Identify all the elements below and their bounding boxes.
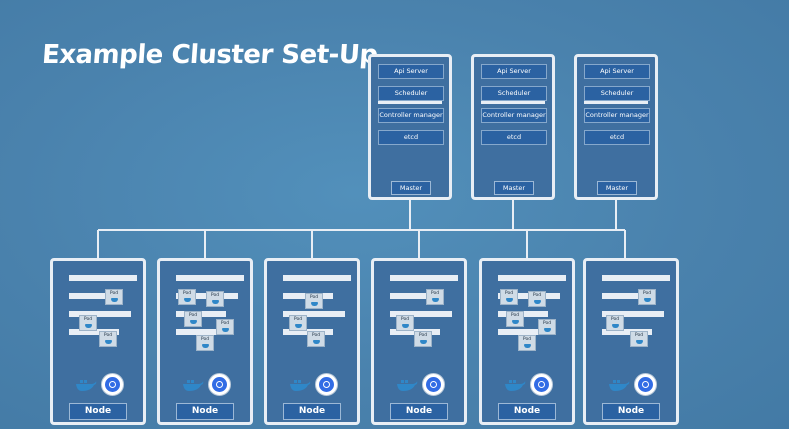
node-label: Node (69, 403, 127, 420)
pod-icon: Pod (178, 289, 196, 305)
master-component-etcd: etcd (378, 130, 444, 145)
pod-icon: Pod (528, 291, 546, 307)
node-process-bar (602, 311, 664, 317)
pod-icon: Pod (506, 311, 524, 327)
node-process-bar (176, 275, 244, 281)
pod-icon: Pod (289, 315, 307, 331)
pod-icon: Pod (99, 331, 117, 347)
pod-icon: Pod (105, 289, 123, 305)
pod-icon: Pod (426, 289, 444, 305)
master-component-api-server: Api Server (584, 64, 650, 79)
docker-whale-icon (609, 380, 630, 391)
master-component-api-server: Api Server (481, 64, 547, 79)
docker-whale-icon (76, 380, 97, 391)
kubernetes-icon (634, 373, 657, 396)
master-component-controller-manager: Controller manager (378, 108, 444, 123)
pod-icon: Pod (518, 335, 536, 351)
kubernetes-icon (101, 373, 124, 396)
pod-icon: Pod (196, 335, 214, 351)
master-component-scheduler: Scheduler (481, 86, 547, 101)
node-process-bar (602, 293, 652, 299)
pod-icon: Pod (500, 289, 518, 305)
pod-icon: Pod (606, 315, 624, 331)
master-component-controller-manager: Controller manager (584, 108, 650, 123)
node-process-bar (283, 275, 351, 281)
kubernetes-icon (422, 373, 445, 396)
node-label: Node (602, 403, 660, 420)
node-process-bar (390, 275, 458, 281)
node-process-bar (176, 329, 232, 335)
master-component-etcd: etcd (481, 130, 547, 145)
pod-icon: Pod (630, 331, 648, 347)
node-process-bar (283, 311, 345, 317)
node-label: Node (176, 403, 234, 420)
node-label: Node (283, 403, 341, 420)
docker-whale-icon (505, 380, 526, 391)
pod-icon: Pod (538, 319, 556, 335)
master-component-scheduler: Scheduler (584, 86, 650, 101)
master-divider (481, 101, 545, 104)
master-component-scheduler: Scheduler (378, 86, 444, 101)
node-process-bar (602, 275, 670, 281)
docker-whale-icon (397, 380, 418, 391)
node-label: Node (498, 403, 556, 420)
master-component-controller-manager: Controller manager (481, 108, 547, 123)
node-process-bar (69, 311, 131, 317)
node-process-bar (69, 329, 119, 335)
pod-icon: Pod (216, 319, 234, 335)
master-label: Master (597, 181, 637, 195)
master-component-etcd: etcd (584, 130, 650, 145)
master-divider (584, 101, 648, 104)
pod-icon: Pod (307, 331, 325, 347)
node-process-bar (390, 311, 452, 317)
master-divider (378, 101, 442, 104)
pod-icon: Pod (414, 331, 432, 347)
pod-icon: Pod (305, 293, 323, 309)
docker-whale-icon (290, 380, 311, 391)
kubernetes-icon (530, 373, 553, 396)
node-process-bar (602, 329, 652, 335)
pod-icon: Pod (396, 315, 414, 331)
pod-icon: Pod (79, 315, 97, 331)
kubernetes-icon (315, 373, 338, 396)
node-process-bar (498, 329, 554, 335)
pod-icon: Pod (206, 291, 224, 307)
master-label: Master (391, 181, 431, 195)
master-label: Master (494, 181, 534, 195)
pod-icon: Pod (638, 289, 656, 305)
pod-icon: Pod (184, 311, 202, 327)
docker-whale-icon (183, 380, 204, 391)
node-process-bar (69, 275, 137, 281)
node-process-bar (498, 275, 566, 281)
node-process-bar (69, 293, 119, 299)
node-process-bar (390, 293, 440, 299)
node-label: Node (390, 403, 448, 420)
kubernetes-icon (208, 373, 231, 396)
master-component-api-server: Api Server (378, 64, 444, 79)
